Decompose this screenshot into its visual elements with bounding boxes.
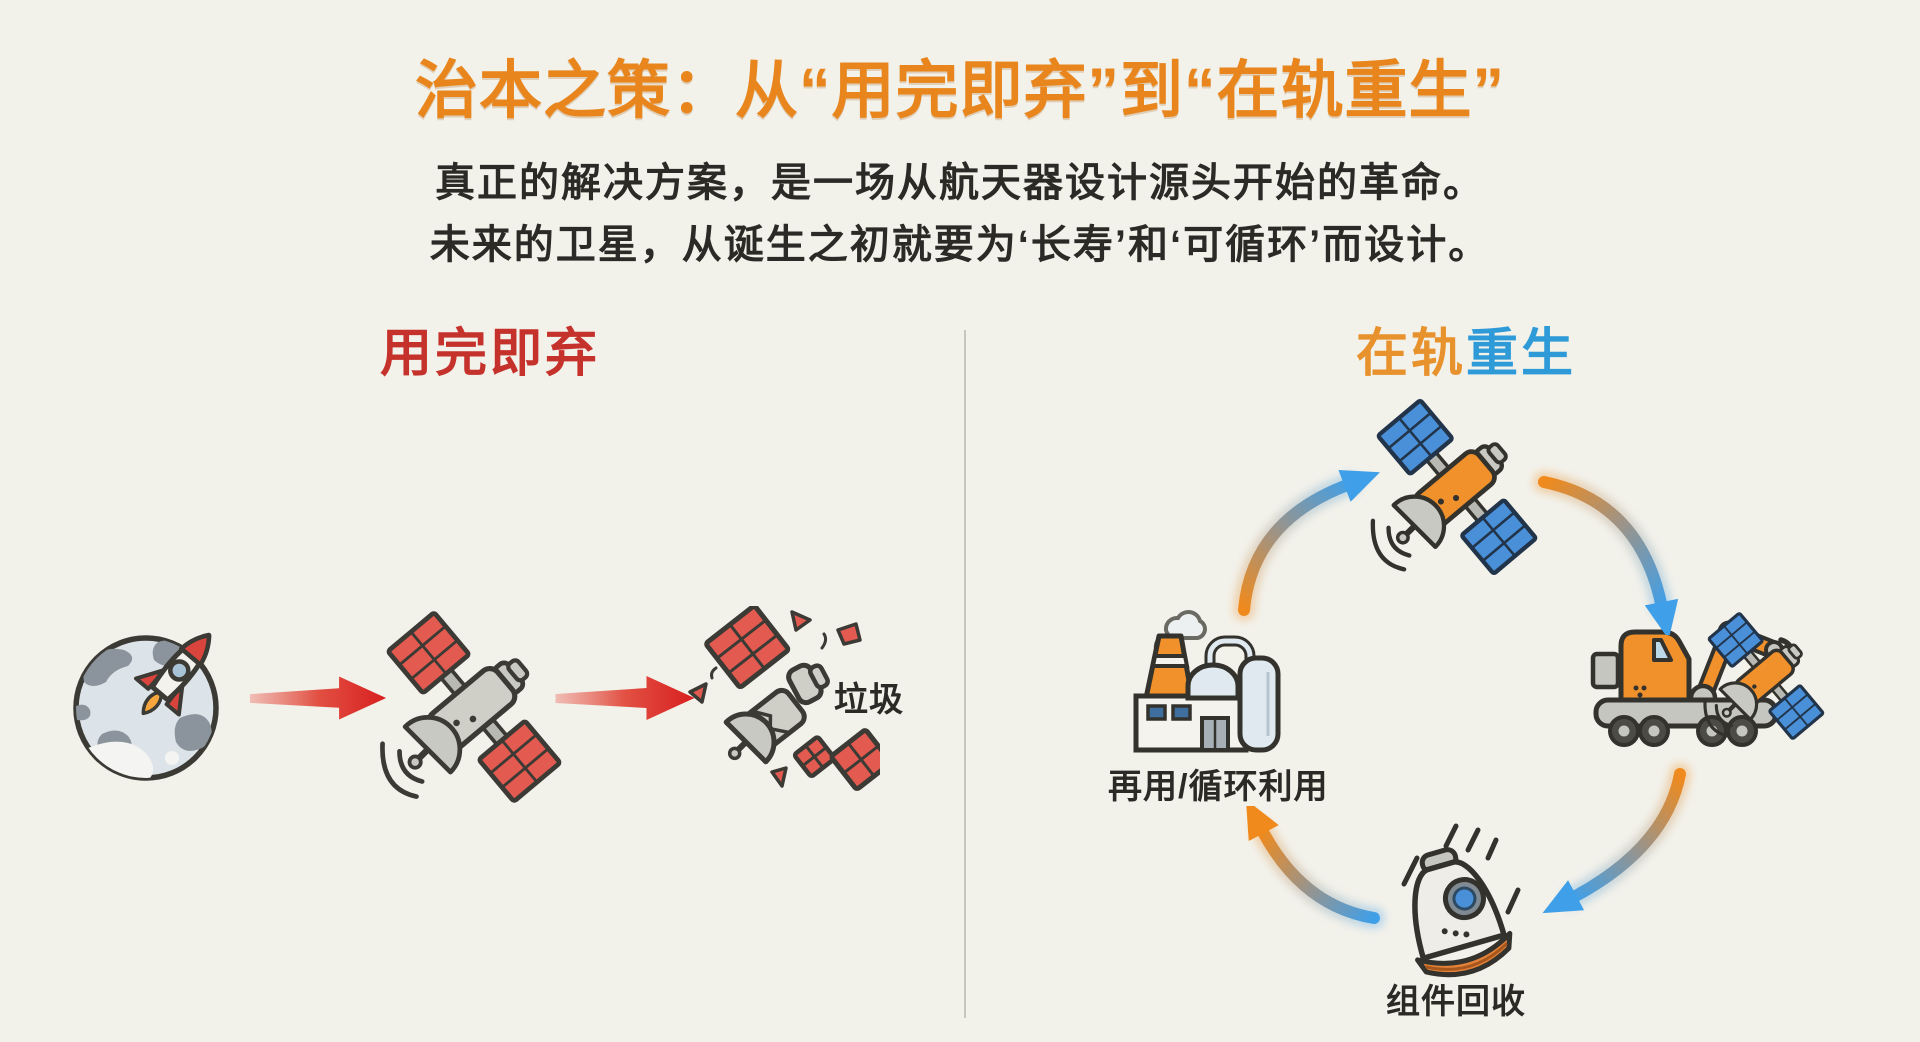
cycle-arrow-capsule-to-factory-icon — [1245, 806, 1385, 929]
serviced-satellite-icon — [1703, 612, 1825, 740]
earth-rocket-icon — [73, 632, 219, 781]
debris-shards — [688, 610, 862, 788]
capsule-label: 组件回收 — [1386, 983, 1526, 1021]
disposable-satellite-icon — [380, 611, 562, 803]
page-title: 治本之策：从“用完即弃”到“在轨重生” — [415, 56, 1505, 126]
cycle-arrow-factory-to-satellite-icon — [1233, 469, 1381, 621]
satellite-debris-icon — [688, 606, 880, 791]
tank-dome-icon — [1185, 662, 1241, 701]
cycle-arrow-satellite-to-robot-icon — [1533, 471, 1679, 635]
debris-label: 垃圾 — [834, 681, 904, 719]
dish-antenna-icon — [1391, 494, 1447, 550]
red-arrow-icon — [249, 676, 387, 720]
heading-part-orbit: 在轨 — [1356, 325, 1467, 383]
signal-waves-icon — [1370, 518, 1412, 572]
motion-dashes — [1401, 823, 1521, 915]
rocket-icon — [133, 632, 212, 717]
cycle-arrow-robot-to-capsule-icon — [1542, 763, 1691, 914]
dish-antenna-icon — [402, 715, 463, 775]
panel-divider — [964, 330, 966, 1018]
red-arrow-icon — [555, 676, 695, 720]
subtitle-line-2: 未来的卫星，从诞生之初就要为‘长寿’和‘可循环’而设计。 — [429, 223, 1491, 267]
subtitle-line-1: 真正的解决方案，是一场从航天器设计源头开始的革命。 — [435, 161, 1485, 205]
left-panel-heading: 用完即弃 — [380, 325, 601, 383]
factory-label: 再用/循环利用 — [1108, 768, 1329, 806]
reentry-capsule-icon — [1401, 823, 1521, 978]
subtitle: 真正的解决方案，是一场从航天器设计源头开始的革命。 未来的卫星，从诞生之初就要为… — [0, 152, 1920, 276]
dish-antenna-icon — [1718, 681, 1759, 721]
silo-icon — [1237, 655, 1281, 753]
signal-waves-icon — [380, 741, 425, 799]
recycling-factory-icon — [1133, 610, 1281, 753]
detached-dish-icon — [723, 711, 777, 765]
heading-part-rebirth: 重生 — [1466, 325, 1577, 383]
signal-waves-icon — [1703, 698, 1733, 738]
right-panel-heading: 在轨重生 — [1356, 326, 1576, 382]
orbiting-satellite-icon — [1370, 399, 1538, 575]
